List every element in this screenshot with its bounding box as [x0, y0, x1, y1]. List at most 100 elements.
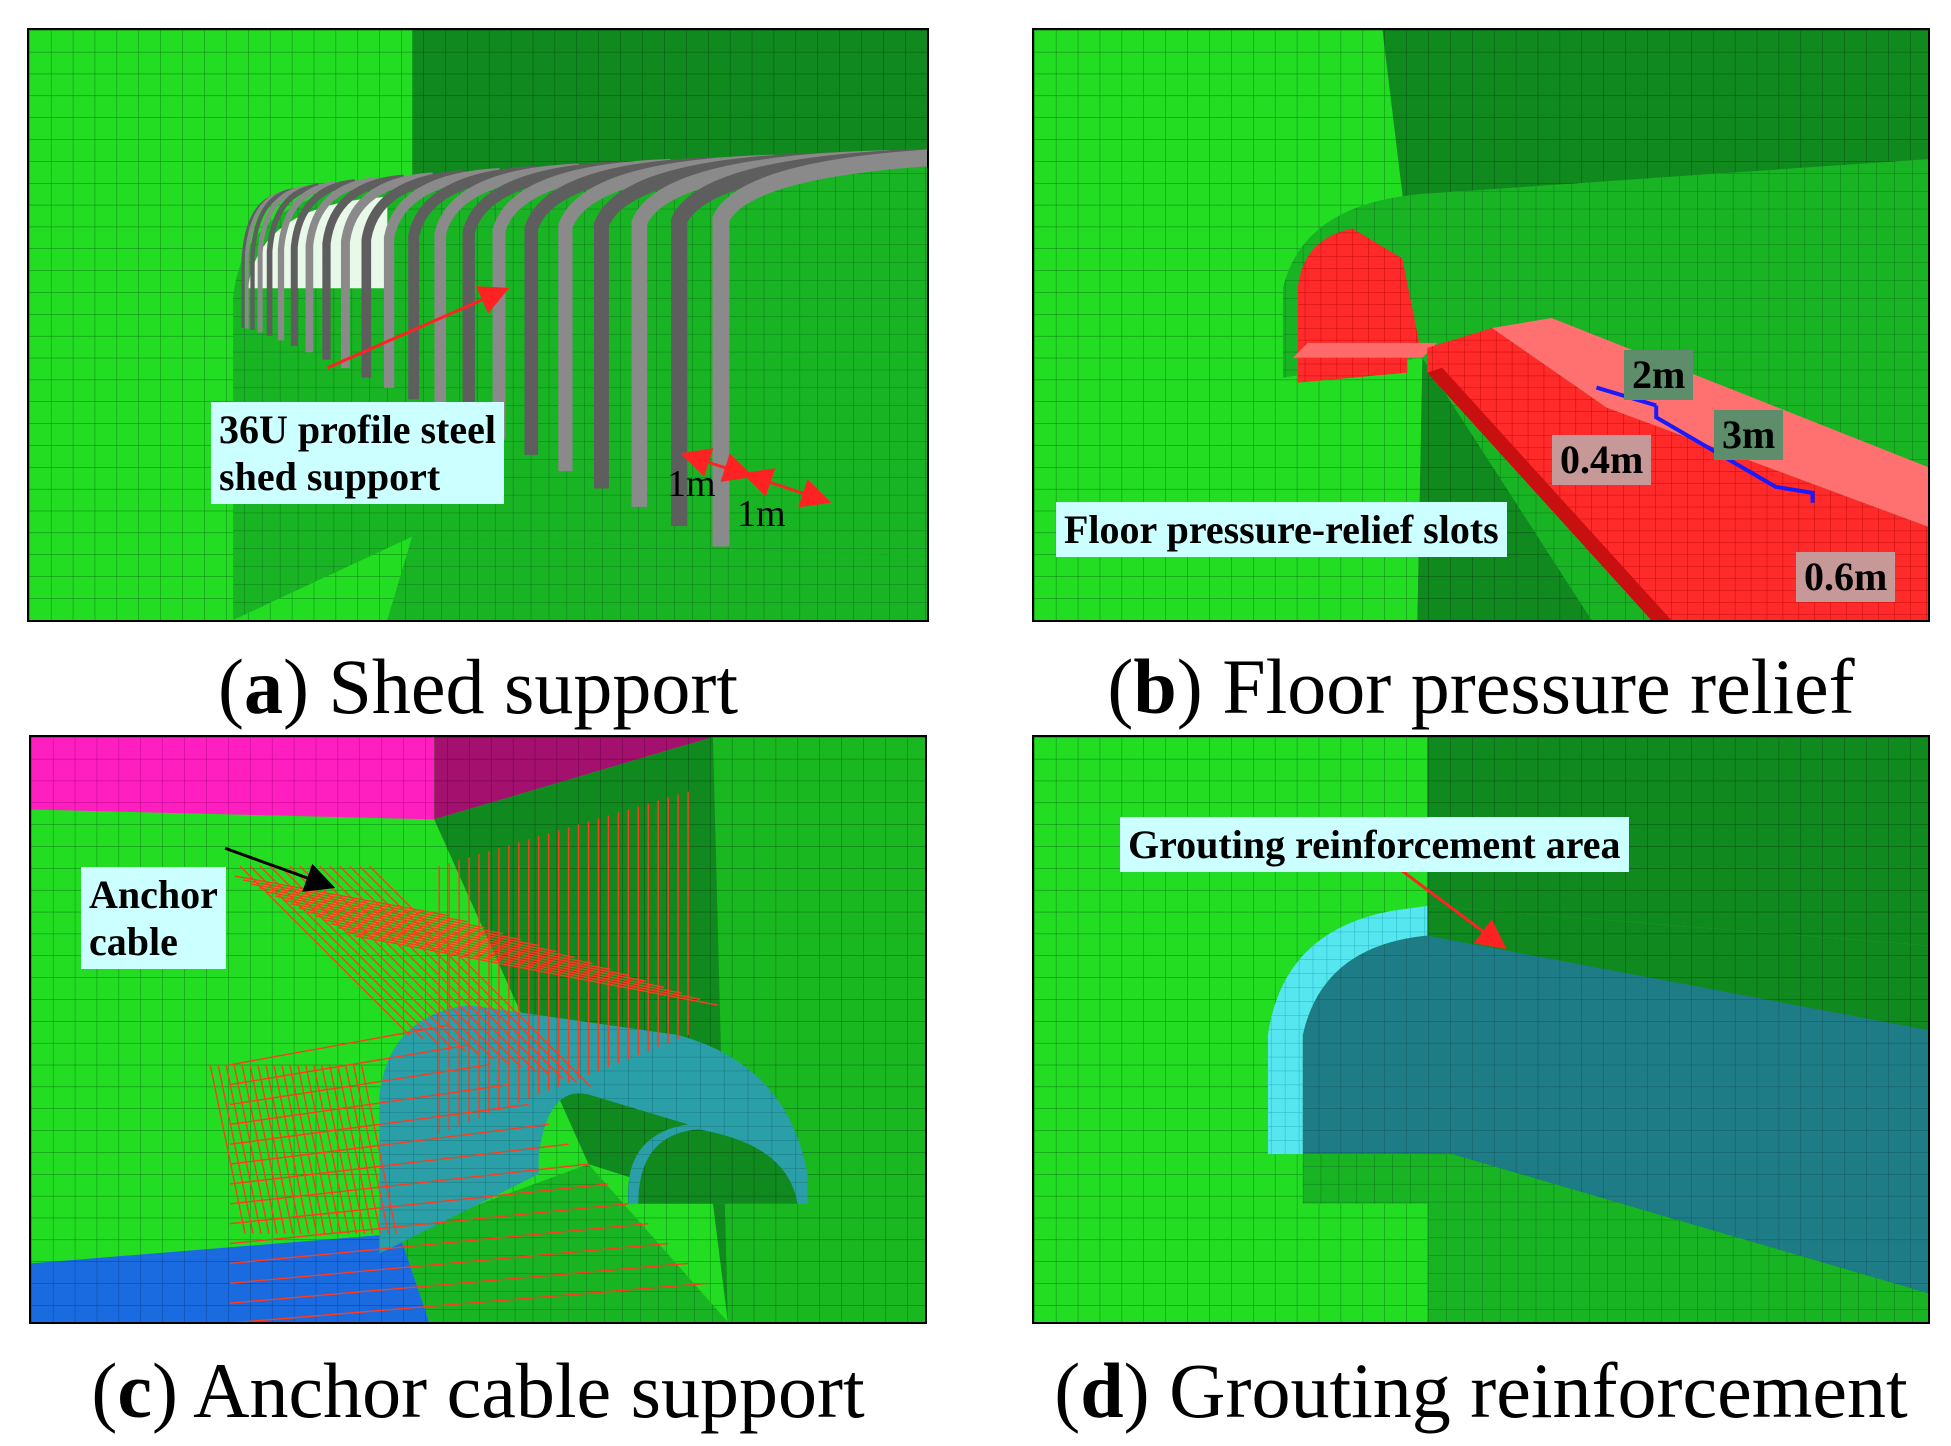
panel-b-scene: [1034, 30, 1928, 620]
dim-3m: 3m: [1714, 410, 1784, 460]
spacing-label-2: 1m: [737, 493, 786, 535]
anchor-cable-line: [309, 865, 508, 1064]
anchor-cable-line: [225, 1064, 262, 1234]
steel-arches: [241, 148, 927, 547]
anchor-cable-line: [230, 1222, 649, 1265]
anchor-cable-line: [339, 865, 550, 1076]
anchor-label: Anchor cable: [81, 867, 226, 970]
anchor-cable-line: [265, 1064, 302, 1234]
anchor-cable-line: [241, 1064, 278, 1234]
anchor-cable-line: [259, 865, 438, 1044]
anchor-cable-line: [319, 865, 522, 1068]
anchor-cable-line: [346, 930, 701, 1000]
shed-label-line-2: shed support: [219, 454, 441, 500]
anchor-cable-line: [349, 865, 564, 1080]
anchor-cable-line: [354, 934, 719, 1006]
anchor-pointer-arrow: [224, 846, 336, 892]
anchor-cable-line: [359, 865, 578, 1084]
caption-c-letter: c: [117, 1347, 152, 1434]
anchor-cable-line: [289, 865, 480, 1056]
caption-c: (c) Anchor cable support: [91, 1347, 865, 1434]
caption-b: (b) Floor pressure relief: [1107, 643, 1855, 730]
anchor-cable-line: [338, 927, 683, 994]
shed-pointer-arrow: [327, 286, 510, 370]
anchor-cable-line: [229, 1044, 470, 1086]
anchor-cable-line: [322, 919, 647, 983]
panel-c-scene: [31, 737, 925, 1322]
panel-a-scene: [29, 30, 927, 620]
anchor-cable-line: [230, 1123, 549, 1165]
caption-b-text: Floor pressure relief: [1222, 643, 1855, 730]
anchor-cable-line: [230, 1183, 609, 1225]
caption-d: (d) Grouting reinforcement: [1054, 1347, 1908, 1434]
dim-line-3m: [1654, 405, 1815, 503]
dim-2m: 2m: [1624, 350, 1694, 400]
anchor-cables: [209, 791, 719, 1322]
anchor-cable-line: [230, 1143, 569, 1185]
anchor-cable-line: [230, 1203, 629, 1245]
anchor-cable-line: [209, 1064, 246, 1234]
anchor-cable-line: [249, 1064, 286, 1234]
anchor-cable-line: [269, 865, 452, 1048]
grout-label: Grouting reinforcement area: [1120, 817, 1629, 873]
anchor-cable-line: [239, 865, 410, 1036]
tunnel-lining: [379, 1005, 808, 1254]
anchor-cable-line: [289, 1064, 326, 1234]
anchor-label-line-2: cable: [89, 919, 178, 965]
shed-label: 36U profile steel shed support: [211, 402, 504, 505]
anchor-cable-line: [233, 1282, 709, 1322]
caption-b-letter: b: [1133, 643, 1177, 730]
spacing-arrow-2: [742, 468, 832, 508]
anchor-cable-line: [233, 1064, 270, 1234]
anchor-cable-line: [257, 1064, 294, 1234]
anchor-cable-line: [230, 1262, 689, 1304]
pressure-relief-slot: [1292, 228, 1928, 620]
anchor-cable-line: [230, 1163, 589, 1205]
anchor-cable-line: [217, 1064, 254, 1234]
steel-arch: [290, 179, 356, 346]
anchor-cable-line: [230, 1242, 669, 1284]
grout-ring: [1267, 905, 1428, 1155]
anchor-cable-line: [314, 915, 629, 977]
steel-arch: [712, 149, 927, 547]
anchor-cable-line: [290, 903, 575, 959]
anchor-cable-line: [297, 1064, 334, 1234]
caption-d-text: Grouting reinforcement: [1169, 1347, 1908, 1434]
dim-04m: 0.4m: [1552, 435, 1652, 485]
caption-a-letter: a: [244, 643, 283, 730]
dim-06m: 0.6m: [1796, 552, 1896, 602]
slot-label: Floor pressure-relief slots: [1056, 502, 1507, 558]
shed-label-line-1: 36U profile steel: [219, 407, 496, 452]
anchor-cable-line: [249, 865, 424, 1040]
anchor-cable-line: [313, 1064, 350, 1234]
panel-b-floor-pressure-relief: Floor pressure-relief slots 2m 3m 0.4m 0…: [1032, 28, 1930, 622]
anchor-cable-line: [336, 1064, 374, 1234]
anchor-cable-line: [360, 1064, 398, 1234]
panel-a-shed-support: 36U profile steel shed support 1m 1m: [27, 28, 929, 622]
anchor-cable-line: [329, 865, 536, 1072]
panel-d-grouting: Grouting reinforcement area: [1032, 735, 1930, 1324]
caption-c-text: Anchor cable support: [193, 1347, 865, 1434]
anchor-cable-line: [352, 1064, 390, 1234]
spacing-arrow-1: [680, 448, 754, 482]
steel-arch: [266, 183, 320, 336]
steel-arch: [277, 181, 336, 341]
anchor-cable-line: [328, 1064, 366, 1234]
panel-c-anchor-cable: Anchor cable: [29, 735, 927, 1324]
grouted-tunnel-body: [1302, 935, 1928, 1294]
grout-pointer-arrow: [1401, 869, 1507, 950]
anchor-cable-line: [229, 1024, 450, 1066]
caption-a: (a) Shed support: [218, 643, 738, 730]
anchor-cable-line: [279, 865, 466, 1052]
anchor-cable-line: [273, 1064, 310, 1234]
anchor-cable-line: [250, 883, 486, 929]
anchor-cable-line: [368, 865, 591, 1088]
anchor-cable-line: [321, 1064, 358, 1234]
anchor-cable-line: [298, 907, 593, 965]
spacing-label-1: 1m: [667, 463, 716, 505]
steel-arch: [305, 176, 379, 353]
caption-d-letter: d: [1080, 1347, 1124, 1434]
steel-arch: [322, 174, 405, 360]
anchor-cable-line: [281, 1064, 318, 1234]
anchor-cable-line: [305, 1064, 342, 1234]
